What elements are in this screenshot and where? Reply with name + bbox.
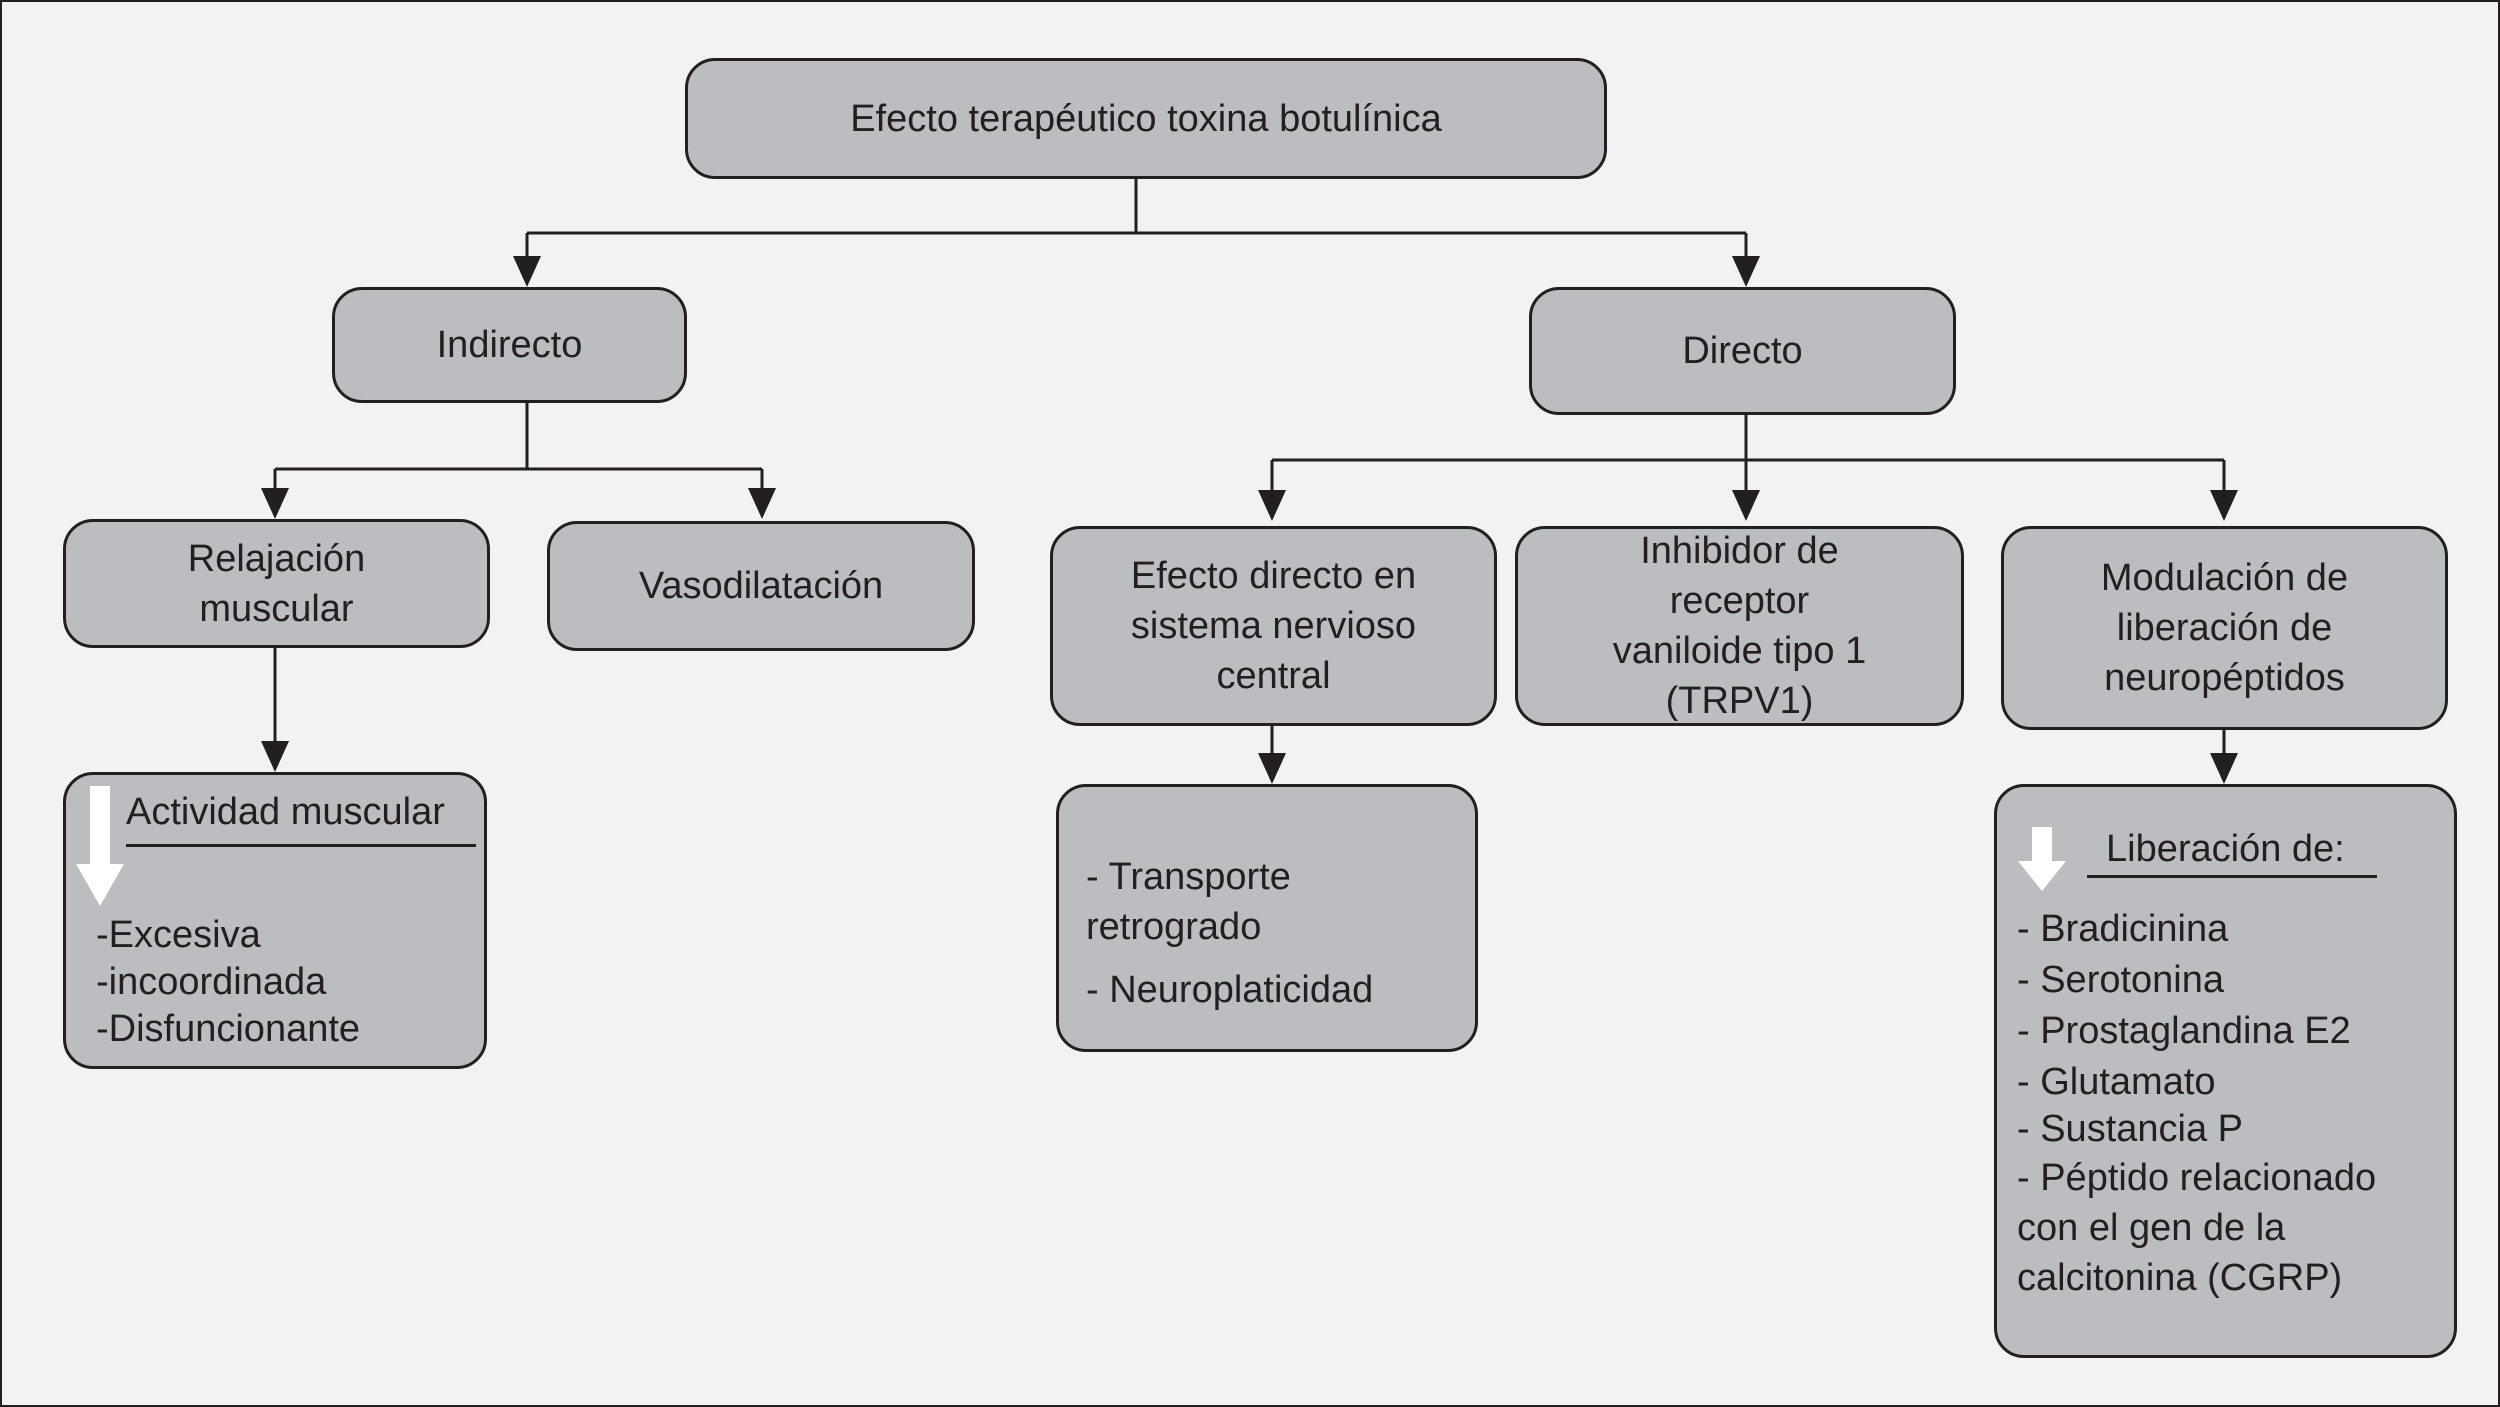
- root-node: Efecto terapéutico toxina botulínica: [685, 58, 1607, 179]
- arrowhead-relajacion: [261, 488, 289, 519]
- muscle-activity-item: -Excesiva: [96, 914, 261, 956]
- vasodilation-label: Vasodilatación: [638, 565, 884, 607]
- release-item: - Prostaglandina E2: [2017, 1010, 2351, 1052]
- muscle-relaxation-label: Relajación muscular: [187, 537, 366, 630]
- arrowhead-directo: [1732, 256, 1760, 287]
- trpv1-label: Inhibidor de receptor vaniloide tipo 1 (…: [1612, 530, 1867, 722]
- indirect-node: Indirecto: [332, 287, 687, 403]
- muscle-activity-item: -Disfuncionante: [96, 1008, 361, 1050]
- cns-effect-node: Efecto directo en sistema nervioso centr…: [1050, 526, 1497, 726]
- cns-detail-item: - Transporte retrogrado: [1086, 856, 1291, 948]
- muscle-activity-item: -incoordinada: [96, 961, 327, 1003]
- release-item: - Bradicinina: [2017, 908, 2229, 950]
- muscle-activity-heading: Actividad muscular: [126, 791, 445, 833]
- arrowhead-neuropeptidos: [2210, 490, 2238, 521]
- arrowhead-vasodilatacion: [748, 488, 776, 519]
- vasodilation-node: Vasodilatación: [547, 521, 975, 651]
- trpv1-node: Inhibidor de receptor vaniloide tipo 1 (…: [1515, 526, 1964, 726]
- neuropeptide-label: Modulación de liberación de neuropéptido…: [2100, 557, 2349, 699]
- cns-detail-item: - Neuroplaticidad: [1086, 969, 1374, 1011]
- release-item: - Péptido relacionado con el gen de la c…: [2017, 1157, 2377, 1299]
- muscle-activity-node: Actividad muscular -Excesiva -incoordina…: [63, 772, 487, 1069]
- direct-label: Directo: [1682, 330, 1803, 372]
- cns-detail-node: - Transporte retrogrado - Neuroplaticida…: [1056, 784, 1478, 1052]
- release-item: - Sustancia P: [2017, 1108, 2243, 1150]
- cns-effect-label: Efecto directo en sistema nervioso centr…: [1130, 555, 1417, 697]
- arrowhead-snc-detalle: [1258, 753, 1286, 784]
- arrowhead-trpv1: [1732, 490, 1760, 521]
- root-label: Efecto terapéutico toxina botulínica: [850, 97, 1442, 140]
- arrowhead-liberacion: [2210, 753, 2238, 784]
- release-item: - Serotonina: [2017, 959, 2225, 1001]
- release-item: - Glutamato: [2017, 1061, 2216, 1103]
- arrowhead-actividad: [261, 741, 289, 772]
- release-node: Liberación de: - Bradicinina - Serotonin…: [1994, 784, 2457, 1358]
- neuropeptide-node: Modulación de liberación de neuropéptido…: [2001, 526, 2448, 730]
- indirect-label: Indirecto: [436, 324, 583, 366]
- arrowhead-snc: [1258, 490, 1286, 521]
- arrowhead-indirecto: [513, 256, 541, 287]
- muscle-relaxation-node: Relajación muscular: [63, 519, 490, 648]
- release-heading: Liberación de:: [2106, 828, 2345, 870]
- release-underline: [2087, 875, 2377, 878]
- down-arrow-icon: [76, 786, 124, 906]
- down-arrow-icon: [2018, 827, 2066, 891]
- muscle-activity-underline: [126, 844, 476, 847]
- direct-node: Directo: [1529, 287, 1956, 415]
